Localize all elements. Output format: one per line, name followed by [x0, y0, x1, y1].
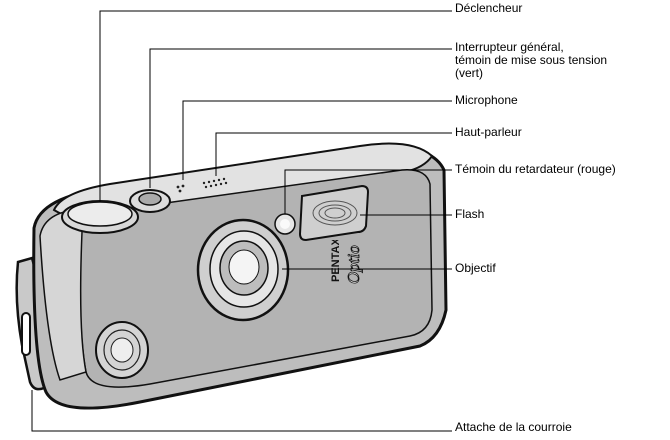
model-name: Optio — [344, 245, 363, 284]
speaker-holes — [202, 177, 228, 189]
brand-logo: PENTAX Optio — [330, 240, 363, 284]
microphone-holes — [176, 184, 185, 193]
label-power-switch: Interrupteur général, témoin de mise sou… — [455, 40, 608, 80]
label-lens: Objectif — [455, 261, 496, 275]
leader-lines — [31, 10, 452, 432]
leader-strap — [31, 390, 452, 432]
leader-speaker — [215, 132, 452, 176]
label-speaker: Haut-parleur — [455, 125, 522, 139]
label-microphone: Microphone — [455, 93, 518, 107]
label-strap-lug: Attache de la courroie — [455, 420, 572, 434]
leader-self-timer — [284, 169, 452, 214]
label-flash: Flash — [455, 207, 485, 221]
power-button — [129, 189, 171, 213]
self-timer-lamp — [274, 213, 296, 235]
lens — [196, 218, 290, 322]
label-self-timer: Témoin du retardateur (rouge) — [455, 162, 616, 176]
label-shutter: Déclencheur — [455, 1, 523, 15]
shutter-button — [61, 200, 139, 234]
flash-window — [298, 184, 370, 242]
leader-shutter — [99, 10, 452, 202]
brand-name: PENTAX — [330, 240, 342, 282]
leader-power — [149, 48, 452, 188]
lower-window — [95, 321, 149, 379]
leader-microphone — [182, 100, 452, 180]
